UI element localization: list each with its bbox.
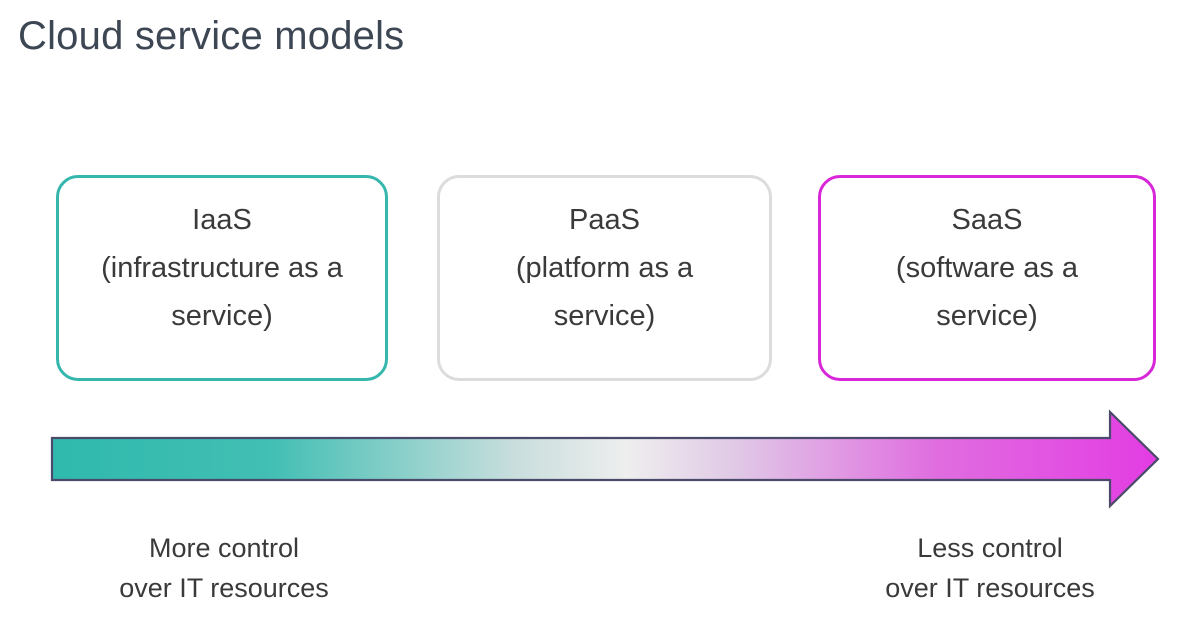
- model-box-iaas-label: IaaS (infrastructure as a service): [101, 204, 343, 332]
- model-box-paas-label: PaaS (platform as a service): [515, 204, 694, 332]
- caption-more-control: More control over IT resources: [119, 533, 329, 603]
- model-box-saas[interactable]: SaaS (software as a service): [818, 175, 1156, 381]
- caption-less-control: Less control over IT resources: [885, 533, 1095, 603]
- model-box-paas[interactable]: PaaS (platform as a service): [437, 175, 772, 381]
- control-gradient-arrow-icon: [50, 409, 1160, 509]
- model-box-saas-label: SaaS (software as a service): [895, 204, 1079, 332]
- model-box-iaas[interactable]: IaaS (infrastructure as a service): [56, 175, 388, 381]
- page-title: Cloud service models: [18, 14, 405, 58]
